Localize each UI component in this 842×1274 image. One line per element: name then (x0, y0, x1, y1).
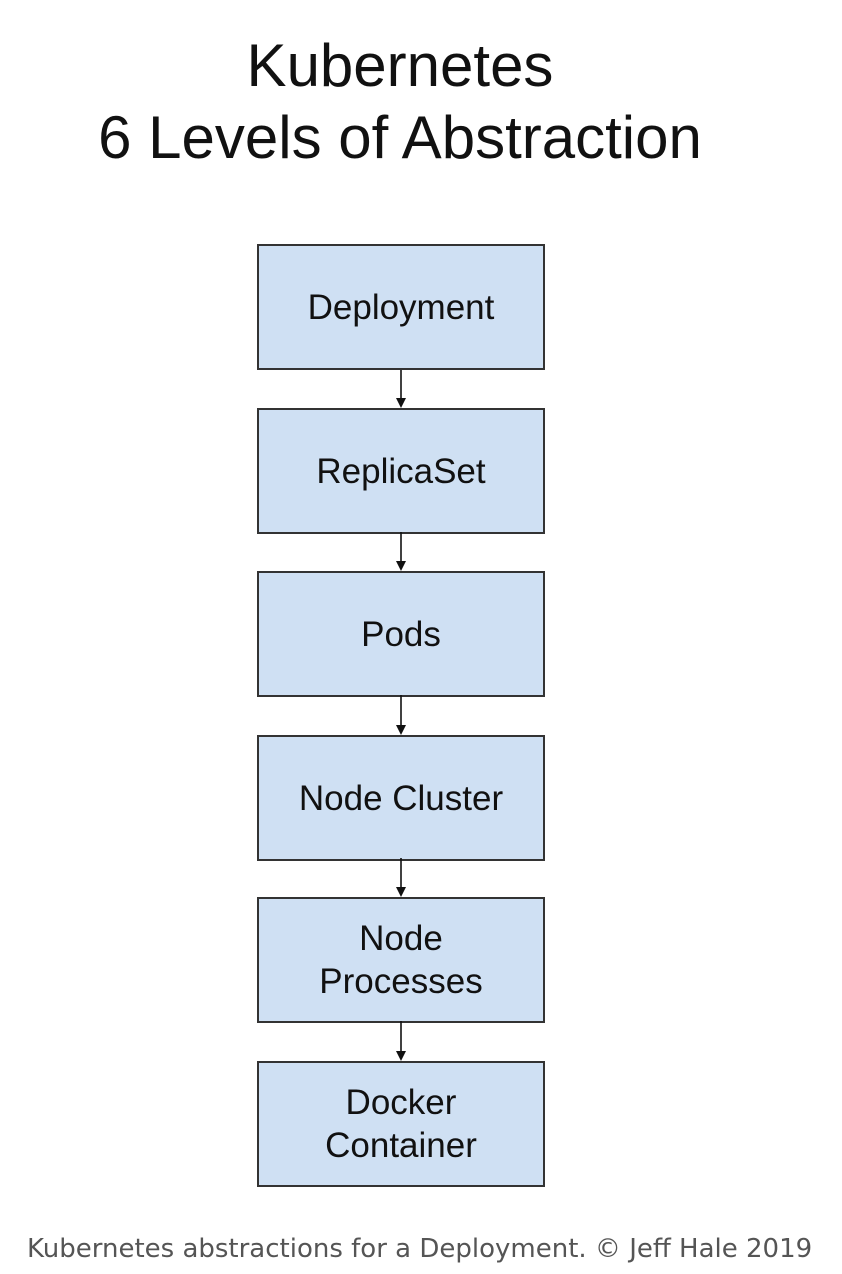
level-box-node-cluster: Node Cluster (257, 735, 545, 861)
level-label: Pods (361, 614, 441, 654)
level-box-pods: Pods (257, 571, 545, 697)
diagram-title: Kubernetes 6 Levels of Abstraction (0, 30, 800, 174)
title-line-1: Kubernetes (246, 32, 554, 99)
level-label: Deployment (307, 287, 495, 327)
level-label: Node Cluster (298, 778, 504, 818)
down-arrow-icon (396, 370, 406, 408)
down-arrow-icon (396, 1021, 406, 1061)
level-label: ReplicaSet (316, 451, 486, 491)
figure-caption: Kubernetes abstractions for a Deployment… (27, 1234, 813, 1264)
down-arrow-icon (396, 858, 406, 897)
level-box-deployment: Deployment (257, 244, 545, 370)
down-arrow-icon (396, 695, 406, 735)
level-box-replicaset: ReplicaSet (257, 408, 545, 534)
down-arrow-icon (396, 532, 406, 571)
title-line-2: 6 Levels of Abstraction (98, 104, 702, 171)
